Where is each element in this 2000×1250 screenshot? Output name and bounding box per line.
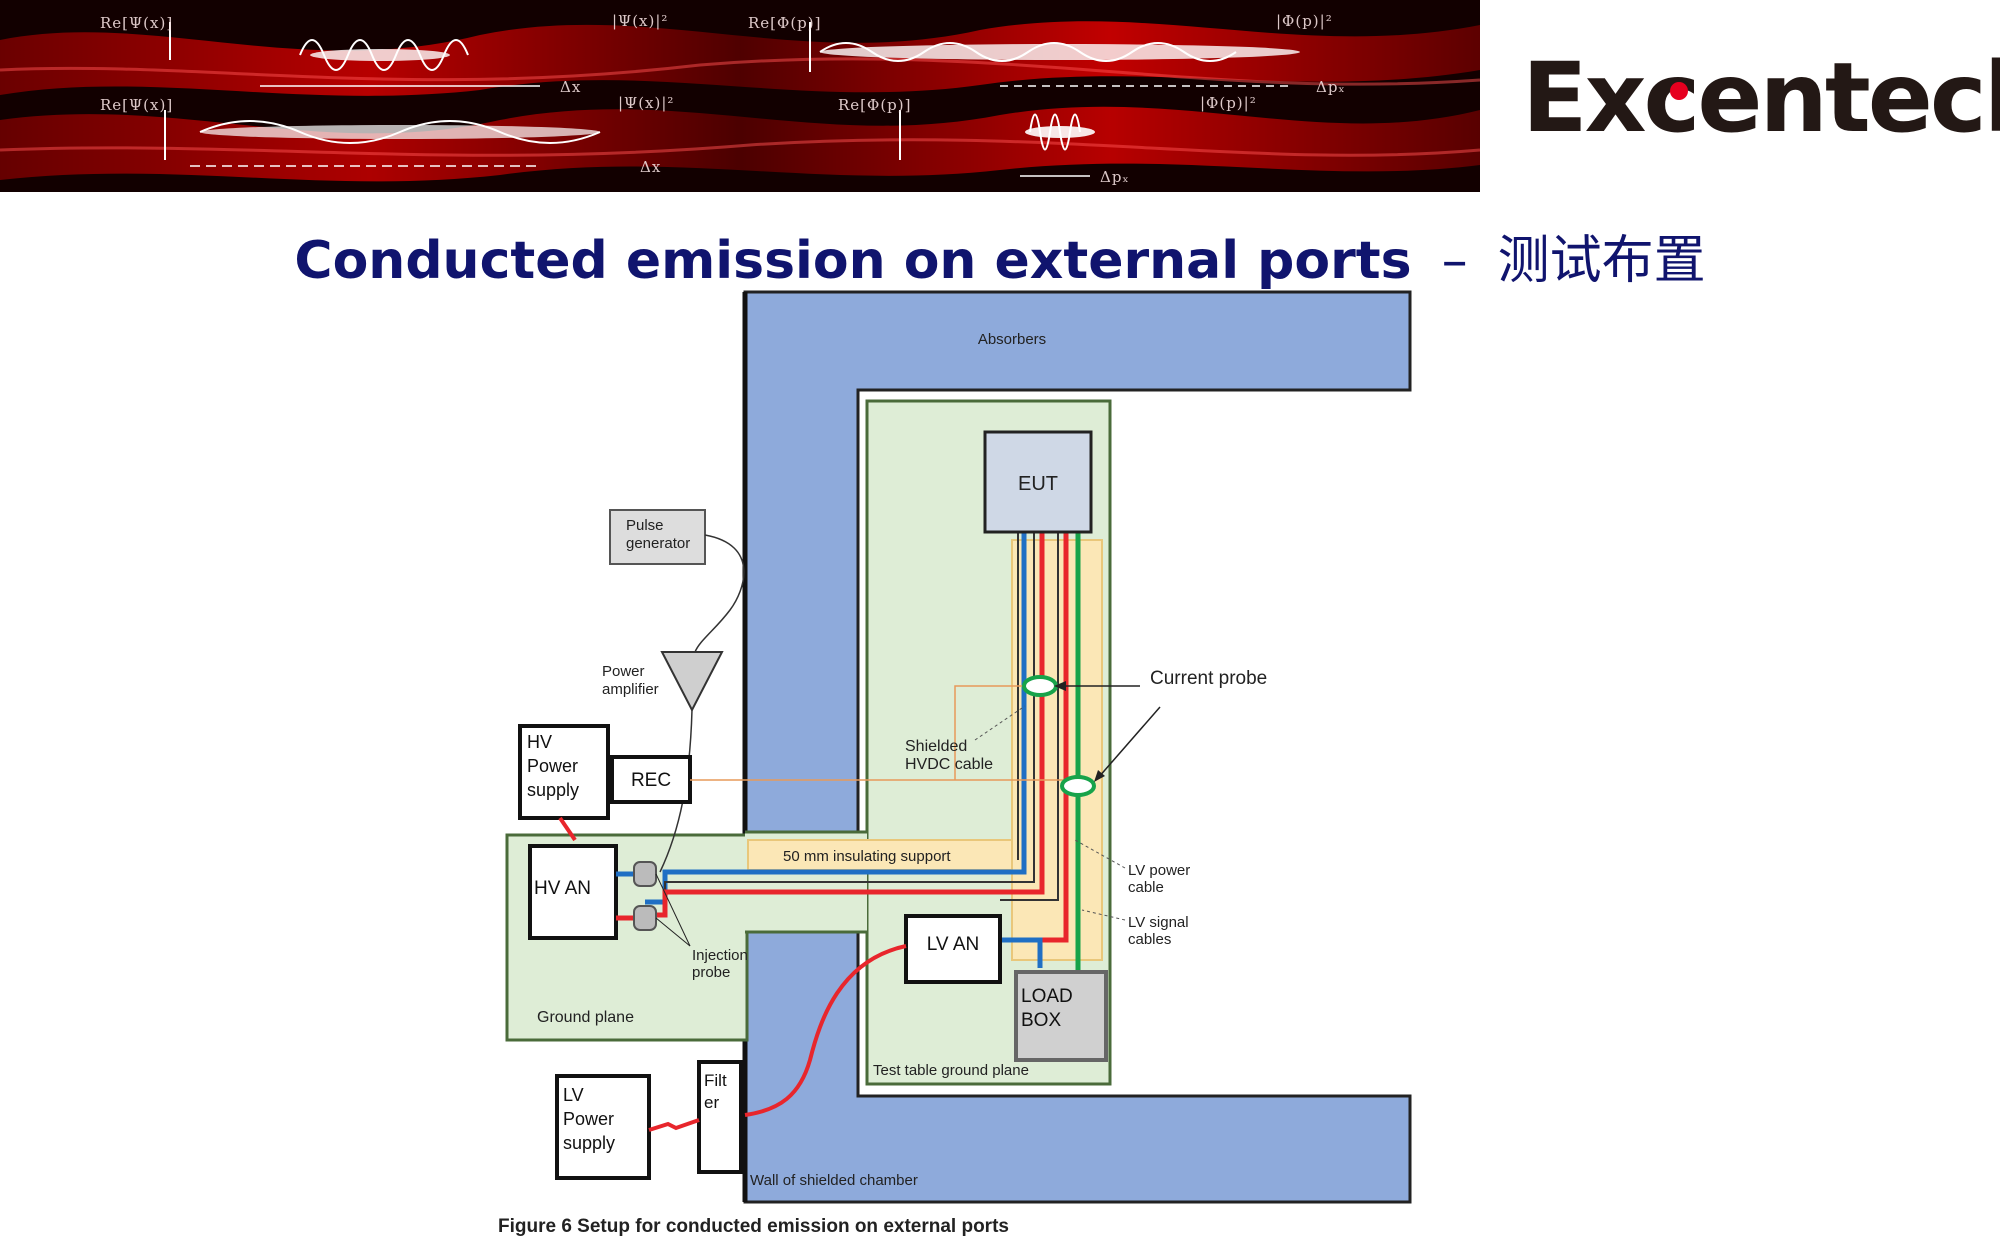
svg-text:Power: Power <box>527 756 578 776</box>
lv-an-blue-lead <box>1000 937 1043 968</box>
banner-label: |Ψ(x)|² <box>612 12 669 30</box>
svg-text:er: er <box>704 1093 719 1112</box>
load-box-label: LOAD <box>1021 986 1073 1007</box>
svg-text:Power: Power <box>563 1109 614 1129</box>
current-probe-icon <box>1060 775 1096 797</box>
logo-red-dot <box>1669 82 1688 100</box>
lv-power-supply-box <box>555 1074 651 1180</box>
pulse-cable <box>694 534 745 653</box>
eut-label: EUT <box>1018 473 1058 495</box>
banner-label: Δpₓ <box>1100 168 1130 186</box>
banner-label: |Ψ(x)|² <box>618 94 675 112</box>
banner-label: Re[Φ(p)] <box>748 14 822 32</box>
hv-cable-blue <box>645 532 1027 905</box>
title-main: Conducted emission on external ports <box>294 231 1412 291</box>
svg-text:probe: probe <box>692 964 730 981</box>
title-dash: – <box>1441 231 1468 291</box>
banner-label: Re[Ψ(x)] <box>100 96 174 114</box>
rec-label: REC <box>631 770 671 791</box>
pulse-generator-box <box>609 509 706 565</box>
banner-label: Δx <box>560 78 582 96</box>
injection-probe-icon <box>633 905 657 931</box>
banner-label: Re[Φ(p)] <box>838 96 912 114</box>
filter-box <box>697 1060 743 1174</box>
lv-power-supply-label: LV <box>563 1085 584 1105</box>
svg-text:generator: generator <box>626 535 690 552</box>
title-chinese: 测试布置 <box>1497 231 1706 291</box>
banner-label: |Φ(p)|² <box>1276 12 1333 30</box>
svg-text:cables: cables <box>1128 931 1171 948</box>
rec-box <box>610 755 692 804</box>
lv-signal-cables-label: LV signal <box>1128 914 1189 931</box>
wavefunction-banner-image <box>0 0 1480 192</box>
power-amplifier-label: Power <box>602 663 645 680</box>
svg-text:HVDC cable: HVDC cable <box>905 756 993 773</box>
banner-label: Δpₓ <box>1316 78 1346 96</box>
hv-power-supply-box <box>518 724 610 820</box>
absorbers-label: Absorbers <box>978 331 1046 348</box>
hv-an-box <box>528 844 618 940</box>
banner-label: |Φ(p)|² <box>1200 94 1257 112</box>
shielded-cable-label: Shielded <box>905 738 967 755</box>
lv-power-cable-label: LV power <box>1128 862 1190 879</box>
ground-plane-label: Ground plane <box>537 1009 634 1026</box>
header-banner: Re[Ψ(x)] |Ψ(x)|² Re[Φ(p)] |Φ(p)|² Re[Ψ(x… <box>0 0 1480 192</box>
insulating-support-label: 50 mm insulating support <box>783 848 951 865</box>
hv-power-supply-label: HV <box>527 732 552 752</box>
lv-an-label: LV AN <box>927 934 979 955</box>
svg-text:BOX: BOX <box>1021 1010 1061 1031</box>
eut-box <box>983 430 1093 534</box>
filter-label: Filt <box>704 1071 727 1090</box>
figure-caption: Figure 6 Setup for conducted emission on… <box>498 1216 1009 1237</box>
svg-text:supply: supply <box>527 780 579 800</box>
lv-supply-cable-red <box>744 944 907 1117</box>
hv-an-label: HV AN <box>534 878 591 899</box>
logo-text-prefix: Ex <box>1522 42 1646 154</box>
hv-supply-red-lead <box>558 816 577 842</box>
power-amplifier-icon <box>660 651 724 713</box>
injection-probe-label: Injection <box>692 947 748 964</box>
banner-label: Re[Ψ(x)] <box>100 14 174 32</box>
svg-text:amplifier: amplifier <box>602 681 659 698</box>
banner-label: Δx <box>640 158 662 176</box>
absorber-wall <box>743 290 1412 1204</box>
svg-text:cable: cable <box>1128 879 1164 896</box>
pulse-generator-label: Pulse <box>626 517 664 534</box>
slide-title: Conducted emission on external ports–测试布… <box>0 218 2000 293</box>
lv-an-box <box>904 914 1002 984</box>
load-box <box>1014 970 1108 1062</box>
test-table-ground-plane-label: Test table ground plane <box>873 1062 1029 1079</box>
current-probe-label: Current probe <box>1150 668 1267 689</box>
current-probe-icon <box>1022 675 1058 697</box>
svg-text:supply: supply <box>563 1133 615 1153</box>
excentech-logo: Excentech <box>1522 42 2000 154</box>
injection-probe-icon <box>633 861 657 887</box>
logo-text-suffix: entech <box>1697 42 2000 154</box>
logo-c-mark: c <box>1643 42 1701 154</box>
shielded-chamber-wall-label: Wall of shielded chamber <box>750 1172 918 1189</box>
